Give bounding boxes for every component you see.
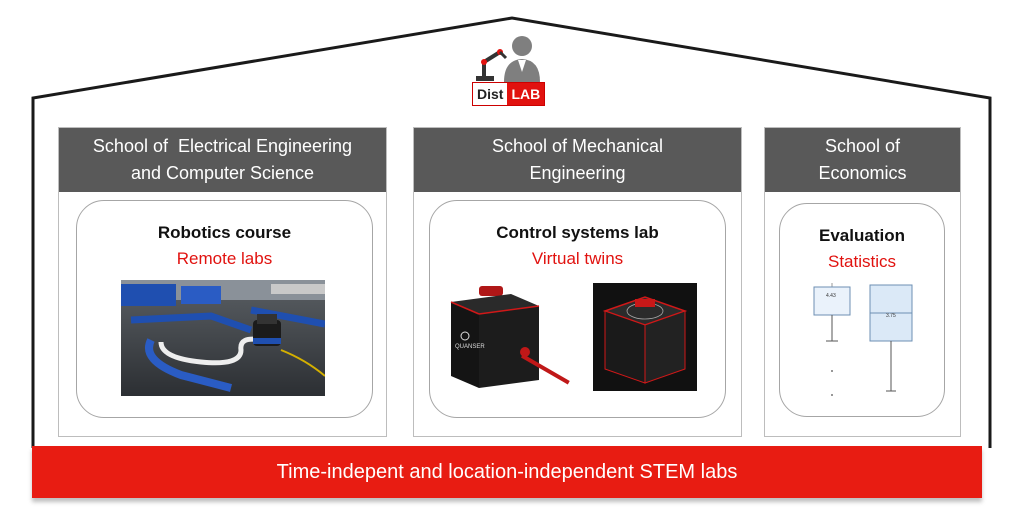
school-mechanical-header: School of Mechanical Engineering <box>414 128 741 192</box>
logo-badge: Dist LAB <box>472 82 546 106</box>
robotics-track-photo <box>121 280 325 396</box>
school-economics-header-line2: Economics <box>818 163 907 183</box>
engineer-robot-icon <box>476 36 540 82</box>
control-systems-title: Control systems lab <box>496 223 659 242</box>
school-eecs-header-line1: School of Electrical Engineering <box>92 136 353 156</box>
boxplot-label-right: 3.75 <box>886 313 896 319</box>
statistics-subtitle: Statistics <box>827 252 897 271</box>
stem-labs-foundation-bar: Time-indepent and location-independent S… <box>32 446 982 498</box>
school-economics-header-line1: School of <box>824 136 901 156</box>
statistics-boxplot: 4.43 3.75 <box>813 283 913 396</box>
distlab-logo: Dist LAB <box>472 32 552 108</box>
robotics-course-title: Robotics course <box>157 223 292 242</box>
logo-lab-text: LAB <box>507 83 545 105</box>
boxplot-box-left <box>813 286 851 316</box>
quanser-device-photo: QUANSER <box>450 286 570 388</box>
evaluation-card: Evaluation Statistics <box>779 203 945 417</box>
school-economics-header: School of Economics <box>765 128 960 192</box>
evaluation-title: Evaluation <box>819 226 905 245</box>
virtual-twin-render <box>593 283 697 391</box>
virtual-twins-subtitle: Virtual twins <box>531 249 624 268</box>
school-eecs-header-line2: and Computer Science <box>130 163 315 183</box>
school-mechanical-header-line1: School of Mechanical <box>491 136 664 156</box>
school-eecs-header: School of Electrical Engineering and Com… <box>59 128 386 192</box>
remote-labs-subtitle: Remote labs <box>176 249 273 268</box>
quanser-device-label: QUANSER <box>455 344 485 350</box>
boxplot-label-left: 4.43 <box>826 293 836 299</box>
logo-dist-text: Dist <box>473 83 508 105</box>
school-mechanical-header-line2: Engineering <box>529 163 626 183</box>
